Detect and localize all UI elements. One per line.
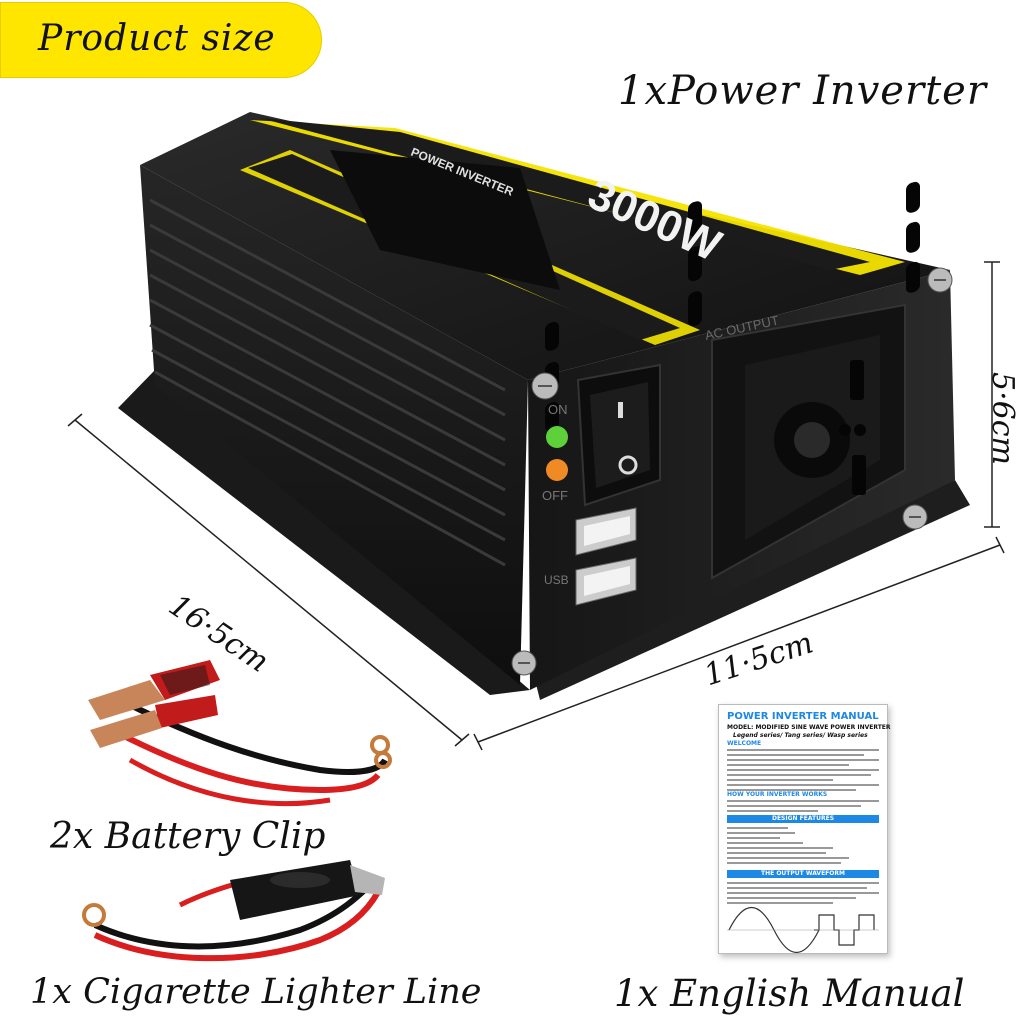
- dimension-lines: [67, 261, 1005, 751]
- lighter-plug-body: [230, 860, 360, 920]
- manual-how-it-works: HOW YOUR INVERTER WORKS: [727, 791, 828, 798]
- height-dimension-label: 5·6cm: [985, 372, 1020, 465]
- usb-text: USB: [544, 573, 569, 587]
- manual-text-block: [727, 749, 879, 794]
- battery-clips-illustration: [88, 660, 392, 807]
- manual-label: 1x English Manual: [614, 972, 965, 1015]
- manual-welcome: WELCOME: [727, 740, 762, 747]
- top-panel: [140, 112, 950, 380]
- base-flange: [118, 370, 970, 700]
- length-dimension-line: [74, 419, 463, 741]
- inverter-label: 1xPower Inverter: [618, 68, 987, 114]
- manual-waveform-icon: [727, 906, 879, 954]
- off-text: OFF: [542, 488, 568, 503]
- front-panel: [511, 181, 955, 690]
- switch-off-mark: [618, 455, 638, 475]
- copper-clip-jaw: [88, 680, 165, 720]
- heatsink-side: [140, 165, 528, 685]
- product-size-text: Product size: [38, 18, 276, 59]
- switch-on-mark: [618, 402, 623, 418]
- width-dimension-line: [477, 544, 1001, 743]
- manual-title: POWER INVERTER MANUAL: [727, 711, 879, 722]
- led-orange-icon: [546, 459, 568, 481]
- cigarette-lighter-label: 1x Cigarette Lighter Line: [30, 972, 482, 1012]
- lighter-plug-tip: [350, 865, 385, 895]
- manual-series: Legend series/ Tang series/ Wasp series: [733, 732, 868, 739]
- english-manual: POWER INVERTER MANUAL MODEL: MODIFIED SI…: [718, 704, 891, 954]
- led-green-icon: [546, 426, 568, 448]
- manual-design-features: DESIGN FEATURES: [727, 815, 879, 823]
- product-size-badge: Product size: [0, 2, 322, 78]
- manual-output-waveform: THE OUTPUT WAVEFORM: [727, 870, 879, 878]
- cigarette-lighter-illustration: [82, 860, 385, 962]
- on-text: ON: [548, 402, 568, 417]
- screw-icons: [511, 267, 953, 676]
- manual-model: MODEL: MODIFIED SINE WAVE POWER INVERTER: [727, 724, 891, 731]
- battery-clip-label: 2x Battery Clip: [50, 816, 326, 857]
